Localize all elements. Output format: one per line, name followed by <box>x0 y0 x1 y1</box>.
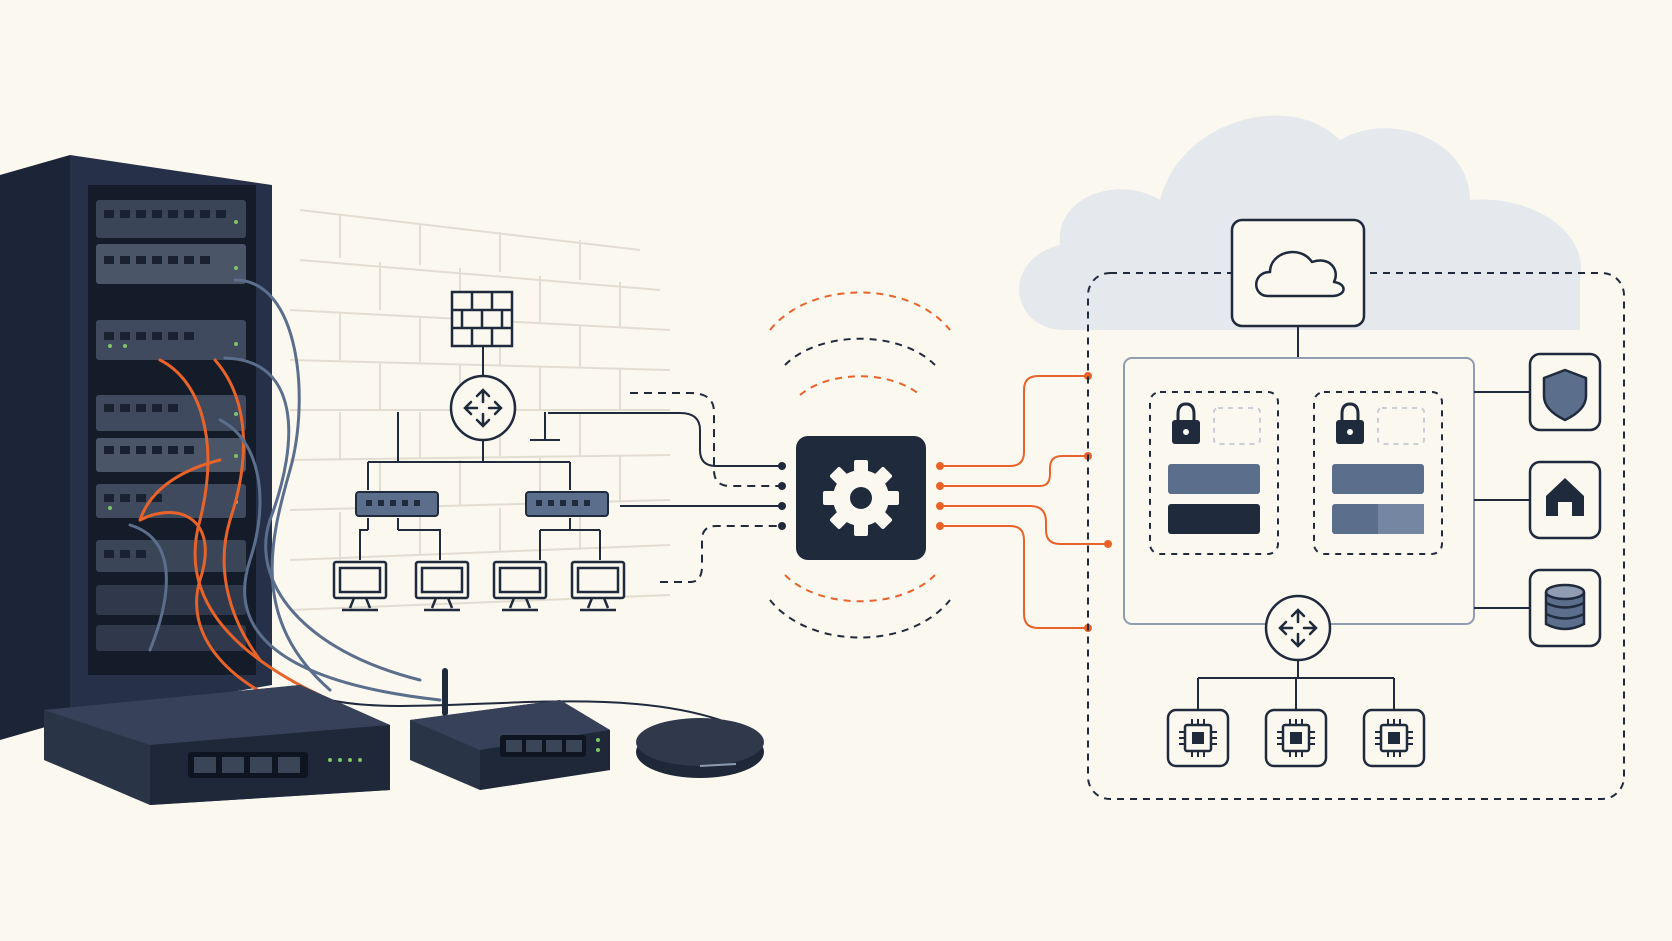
home-service <box>1528 460 1602 540</box>
lock-icon <box>1172 402 1200 444</box>
vpc-router-icon <box>1264 594 1332 662</box>
cpu-chip-icon <box>1264 708 1328 768</box>
central-hub <box>796 436 926 560</box>
server-bar <box>1168 464 1260 494</box>
private-subnet-a <box>1149 391 1279 555</box>
monitor-icon <box>332 560 388 612</box>
monitor-icon <box>570 560 626 612</box>
smart-puck-device <box>636 718 764 778</box>
hub-left-ports <box>778 462 786 530</box>
security-service <box>1528 352 1602 432</box>
home-icon <box>1546 478 1584 516</box>
desktop-switch-device <box>44 685 390 805</box>
network-switch-icon <box>525 491 609 517</box>
right-links-to-cloud <box>944 375 1108 629</box>
server-bar <box>1168 504 1260 534</box>
server-rack <box>0 155 272 740</box>
shield-icon <box>1542 368 1588 422</box>
gear-icon <box>823 460 899 536</box>
database-icon <box>1544 583 1586 631</box>
vpc-boundary <box>1087 272 1625 800</box>
router-icon <box>449 374 517 442</box>
compute-instances <box>1166 708 1426 768</box>
workstation-group <box>332 560 626 612</box>
server-bar <box>1332 464 1424 494</box>
signal-arcs <box>769 291 951 639</box>
rack-ports <box>104 210 226 558</box>
storage-service <box>1528 568 1602 648</box>
monitor-icon <box>492 560 548 612</box>
cpu-chip-icon <box>1362 708 1426 768</box>
patch-cables <box>128 278 721 721</box>
cloud-gateway <box>1230 218 1366 358</box>
firewall-icon <box>450 290 514 348</box>
cpu-chip-icon <box>1166 708 1230 768</box>
left-links-to-hub <box>548 392 780 583</box>
monitor-icon <box>414 560 470 612</box>
lock-icon <box>1336 402 1364 444</box>
service-links <box>1474 391 1530 609</box>
cloud-icon <box>1255 250 1345 298</box>
network-switch-icon <box>355 491 439 517</box>
compute-links <box>1197 660 1395 710</box>
wifi-router-device <box>410 668 610 790</box>
left-logical-network <box>359 346 601 560</box>
private-subnet-b <box>1313 391 1443 555</box>
hub-right-ports <box>936 372 1112 632</box>
